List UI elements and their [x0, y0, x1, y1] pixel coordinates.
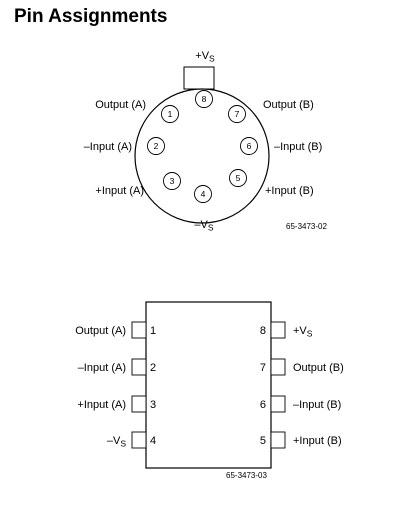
- dip-pin-4-label-subscript: S: [120, 439, 126, 449]
- dip-pin-3-label: +Input (A): [77, 399, 126, 411]
- round-package-tab: [183, 66, 215, 90]
- round-pin-3-circle: [163, 172, 181, 190]
- round-pin-7-number: 7: [235, 109, 240, 119]
- dip-pin-8-label-subscript: S: [307, 329, 313, 339]
- round-pin-7-label: Output (B): [263, 99, 314, 111]
- round-pin-6-circle: [240, 137, 258, 155]
- dip-pin-5-number: 5: [260, 435, 266, 447]
- dip-pin-1-number: 1: [150, 325, 156, 337]
- round-pin-5-circle: [229, 169, 247, 187]
- round-pin-4-label: –VS: [194, 219, 213, 233]
- dip-pin-8-lead: [270, 321, 286, 339]
- round-pin-8-label-subscript: S: [209, 54, 215, 64]
- round-pin-labels: Output (A) –Input (A) +Input (A) –VS +Input …: [84, 50, 323, 233]
- round-pin-3-number: 3: [170, 176, 175, 186]
- round-pin-4-number: 4: [201, 189, 206, 199]
- round-package-code: 65-3473-02: [286, 222, 327, 231]
- dip-pin-5-label: +Input (B): [293, 435, 342, 447]
- round-pin-1-circle: [161, 105, 179, 123]
- dip-pin-1-lead: [131, 321, 147, 339]
- round-pin-5-label: +Input (B): [265, 185, 314, 197]
- round-pin-6-number: 6: [247, 141, 252, 151]
- dip-pin-2-label: –Input (A): [78, 362, 126, 374]
- dip-pins: 1 Output (A) 2 –Input (A) 3 +Input (A) 4 –VS 5 +I…: [75, 321, 344, 449]
- round-pin-2-number: 2: [154, 141, 159, 151]
- dip-package-body: [145, 301, 272, 469]
- dip-pin-4-lead: [131, 431, 147, 449]
- round-pin-4-circle: [194, 185, 212, 203]
- dip-pin-7-number: 7: [260, 362, 266, 374]
- dip-pin-2-lead: [131, 358, 147, 376]
- round-package-body: [134, 88, 270, 224]
- page-title: Pin Assignments: [14, 6, 168, 27]
- round-pin-2-circle: [147, 137, 165, 155]
- round-pin-2-label: –Input (A): [84, 141, 132, 153]
- round-pin-1-number: 1: [168, 109, 173, 119]
- round-pins: 1 2 3 4 5 6 7 8: [147, 90, 258, 203]
- round-pin-1-label: Output (A): [95, 99, 146, 111]
- dip-pin-6-lead: [270, 395, 286, 413]
- dip-pin-3-lead: [131, 395, 147, 413]
- dip-pin-5-lead: [270, 431, 286, 449]
- dip-pin-1-label: Output (A): [75, 325, 126, 337]
- dip-pin-2-number: 2: [150, 362, 156, 374]
- round-pin-8-label: +VS: [195, 50, 215, 64]
- dip-pin-4-label: –VS: [107, 435, 126, 449]
- round-pin-6-label: –Input (B): [274, 141, 322, 153]
- dip-pin-7-label: Output (B): [293, 362, 344, 374]
- dip-pin-3-number: 3: [150, 399, 156, 411]
- dip-package-code: 65-3473-03: [226, 471, 267, 480]
- round-pin-8-circle: [195, 90, 213, 108]
- dip-pin-8-number: 8: [260, 325, 266, 337]
- dip-pin-7-lead: [270, 358, 286, 376]
- round-pin-8-number: 8: [202, 94, 207, 104]
- dip-pin-4-number: 4: [150, 435, 156, 447]
- round-pin-4-label-subscript: S: [208, 223, 214, 233]
- dip-pin-6-number: 6: [260, 399, 266, 411]
- round-pin-7-circle: [228, 105, 246, 123]
- round-pin-5-number: 5: [236, 173, 241, 183]
- dip-pin-6-label: –Input (B): [293, 399, 341, 411]
- dip-pin-8-label: +VS: [293, 325, 313, 339]
- round-pin-3-label: +Input (A): [95, 185, 144, 197]
